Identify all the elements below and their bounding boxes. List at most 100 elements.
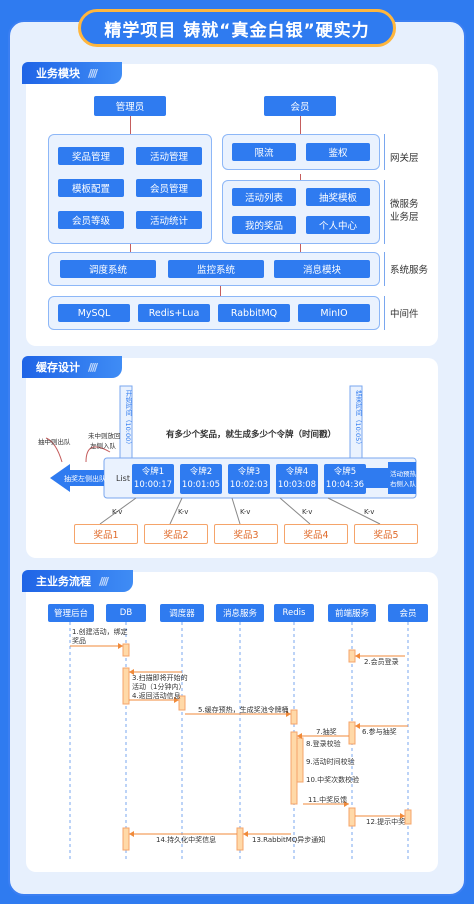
msg-12: 12.提示中奖 xyxy=(366,818,406,826)
system-layer-label: 系统服务 xyxy=(390,265,429,276)
msg-9: 9.活动时间校验 xyxy=(306,758,355,766)
msg-1b: 奖品 xyxy=(72,637,86,645)
msg-7: 7.抽奖 xyxy=(316,728,337,736)
token-5: 令牌5 10:04:36 xyxy=(324,464,366,494)
end-time-label: 结束时间（10:05） xyxy=(354,390,362,448)
flow-section-tag: 主业务流程 //// xyxy=(22,570,134,592)
prize-5: 奖品5 xyxy=(354,524,418,544)
token-2: 令牌2 10:01:05 xyxy=(180,464,222,494)
admin-item-stats: 活动统计 xyxy=(136,211,202,229)
middleware-layer-label: 中间件 xyxy=(390,309,419,320)
member-box: 会员 xyxy=(264,96,336,116)
micro-item-activity-list: 活动列表 xyxy=(232,188,296,206)
prize-1: 奖品1 xyxy=(74,524,138,544)
stripes-icon: //// xyxy=(88,360,98,374)
system-item-monitor: 监控系统 xyxy=(168,260,264,278)
middleware-item-rabbitmq: RabbitMQ xyxy=(218,304,290,322)
cache-design-card: 缓存设计//// 开始时间（10:00） 结束时间（10:05） 有多少个奖品，… xyxy=(22,356,438,558)
kv-label: K-v xyxy=(240,508,251,516)
token-name: 令牌4 xyxy=(285,467,309,477)
msg-3a: 3.扫描即将开始的 xyxy=(132,674,188,682)
stripes-icon: //// xyxy=(99,574,109,588)
divider xyxy=(384,296,385,330)
business-module-card: 业务模块 //// 管理员 会员 奖品管理 活动管理 模板配置 会员管理 会员等级… xyxy=(22,62,438,346)
actor-admin-backend: 管理后台 xyxy=(48,604,94,622)
actor-message-service: 消息服务 xyxy=(216,604,264,622)
kv-label: K-v xyxy=(178,508,189,516)
admin-item-prize: 奖品管理 xyxy=(58,147,124,165)
connector xyxy=(130,244,131,252)
admin-item-member: 会员管理 xyxy=(136,179,202,197)
actor-scheduler: 调度器 xyxy=(160,604,204,622)
token-time: 10:01:05 xyxy=(181,480,221,490)
middleware-item-mysql: MySQL xyxy=(58,304,130,322)
micro-item-profile: 个人中心 xyxy=(306,216,370,234)
micro-item-my-prize: 我的奖品 xyxy=(232,216,296,234)
system-item-message: 消息模块 xyxy=(274,260,370,278)
main-flow-card: 主业务流程 //// xyxy=(22,570,438,872)
token-name: 令牌2 xyxy=(189,467,213,477)
kv-label: K-v xyxy=(112,508,123,516)
stripes-icon: //// xyxy=(88,66,98,80)
preheat-label: 活动预热 xyxy=(390,470,416,478)
divider xyxy=(384,180,385,244)
micro-label-line2: 业务层 xyxy=(390,212,419,223)
token-time: 10:03:08 xyxy=(277,480,317,490)
micro-label-line1: 微服务 xyxy=(390,199,419,210)
admin-item-template: 模板配置 xyxy=(58,179,124,197)
msg-3b: 活动（1分钟内） xyxy=(132,683,186,691)
flow-tag-label: 主业务流程 xyxy=(36,575,91,588)
token-4: 令牌4 10:03:08 xyxy=(276,464,318,494)
gateway-layer-label: 网关层 xyxy=(390,153,419,164)
divider xyxy=(384,134,385,170)
sequence-diagram xyxy=(69,622,412,860)
token-1: 令牌1 10:00:17 xyxy=(132,464,174,494)
micro-item-draw-template: 抽奖模板 xyxy=(306,188,370,206)
msg-4: 4.返回活动信息 xyxy=(132,692,181,700)
actor-member: 会员 xyxy=(388,604,428,622)
msg-6: 6.参与抽奖 xyxy=(362,728,397,736)
actor-db: DB xyxy=(106,604,146,622)
win-exit-label: 抽中则出队 xyxy=(38,438,71,446)
divider xyxy=(384,252,385,286)
admin-box: 管理员 xyxy=(94,96,166,116)
middleware-item-minio: MinIO xyxy=(298,304,370,322)
msg-5: 5.缓存预热，生成奖池令牌桶 xyxy=(198,706,289,714)
msg-2: 2.会员登录 xyxy=(364,658,399,666)
business-tag-label: 业务模块 xyxy=(36,67,80,80)
micro-layer-label: 微服务 业务层 xyxy=(390,198,419,224)
prize-4: 奖品4 xyxy=(284,524,348,544)
prize-3: 奖品3 xyxy=(214,524,278,544)
admin-item-activity: 活动管理 xyxy=(136,147,202,165)
msg-13: 13.RabbitMQ异步通知 xyxy=(252,836,326,844)
msg-11: 11.中奖反馈 xyxy=(308,796,348,804)
connector xyxy=(300,174,301,180)
not-win-label: 未中则放回 xyxy=(88,432,121,440)
token-name: 令牌5 xyxy=(333,467,357,477)
page-title: 精学项目 铸就“真金白银”硬实力 xyxy=(78,9,396,47)
msg-1a: 1.创建活动，绑定 xyxy=(72,628,128,636)
gateway-item-ratelimit: 限流 xyxy=(232,143,296,161)
start-time-label: 开始时间（10:00） xyxy=(124,390,132,448)
token-time: 10:02:03 xyxy=(229,480,269,490)
not-win-label-2: 左侧入队 xyxy=(90,442,116,450)
token-time: 10:00:17 xyxy=(133,480,173,490)
member-connector xyxy=(300,112,301,134)
msg-10: 10.中奖次数校验 xyxy=(306,776,360,784)
token-name: 令牌3 xyxy=(237,467,261,477)
system-item-scheduler: 调度系统 xyxy=(60,260,156,278)
token-name: 令牌1 xyxy=(141,467,165,477)
middleware-item-redis: Redis+Lua xyxy=(138,304,210,322)
list-label: List xyxy=(116,474,130,483)
token-time: 10:04:36 xyxy=(325,480,365,490)
actor-redis: Redis xyxy=(274,604,314,622)
cache-heading: 有多少个奖品，就生成多少个令牌（时间戳） xyxy=(166,430,337,440)
msg-14: 14.持久化中奖信息 xyxy=(156,836,217,844)
admin-item-level: 会员等级 xyxy=(58,211,124,229)
kv-label: K-v xyxy=(364,508,375,516)
business-section-tag: 业务模块 //// xyxy=(22,62,123,84)
msg-8: 8.登录校验 xyxy=(306,740,341,748)
prize-2: 奖品2 xyxy=(144,524,208,544)
cache-section-tag: 缓存设计//// xyxy=(22,356,123,378)
left-exit-label: 抽奖左侧出队 xyxy=(64,475,106,483)
